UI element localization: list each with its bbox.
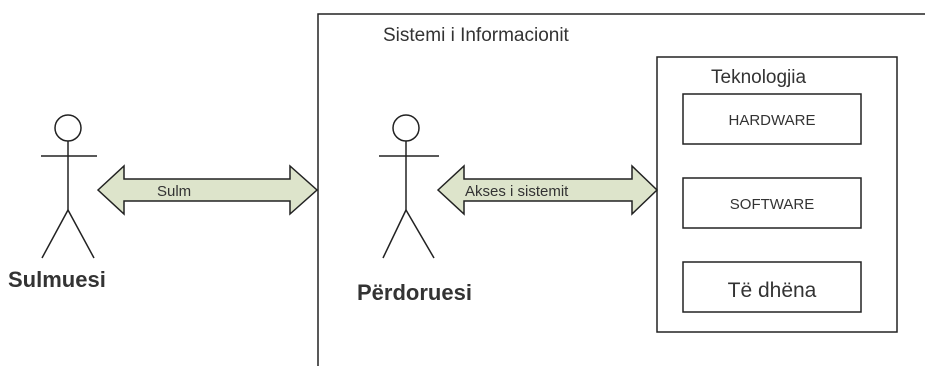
data-box	[682, 261, 862, 313]
technology-item-software: SOFTWARE	[682, 177, 862, 229]
hardware-box	[682, 93, 862, 145]
access-double-arrow	[436, 164, 659, 216]
software-box	[682, 177, 862, 229]
access-arrow-label: Akses i sistemit	[465, 183, 569, 200]
attack-arrow-label: Sulm	[157, 183, 191, 200]
technology-title: Teknologjia	[711, 67, 806, 88]
data-label: Të dhëna	[728, 279, 817, 302]
attack-double-arrow	[96, 164, 319, 216]
hardware-label: HARDWARE	[729, 112, 816, 129]
user-stick-figure-icon	[379, 114, 439, 259]
technology-item-data: Të dhëna	[682, 261, 862, 313]
attacker-stick-figure-icon	[41, 114, 97, 259]
software-label: SOFTWARE	[730, 196, 814, 213]
system-boundary	[317, 13, 925, 366]
user-name: Përdoruesi	[357, 280, 472, 305]
system-title: Sistemi i Informacionit	[383, 25, 570, 46]
technology-item-hardware: HARDWARE	[682, 93, 862, 145]
attacker-name: Sulmuesi	[8, 267, 106, 292]
